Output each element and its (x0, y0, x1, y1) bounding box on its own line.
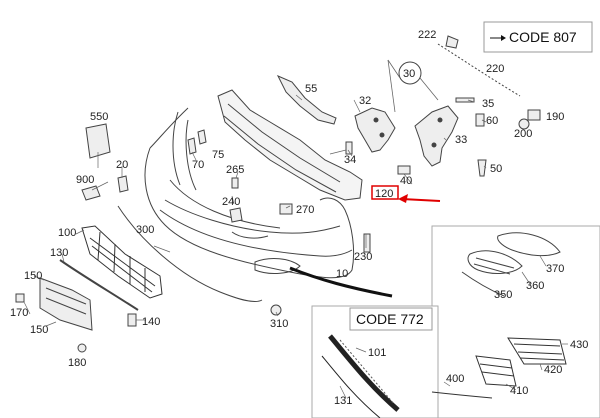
label-550: 550 (90, 111, 108, 123)
code-807-arrow (490, 35, 506, 41)
label-34: 34 (344, 154, 356, 166)
license-plate-bracket (39, 277, 93, 331)
part-labels: 10 20 30 32 33 34 35 40 50 55 60 70 75 1… (10, 29, 588, 407)
label-60: 60 (486, 115, 498, 127)
code-772-label: CODE 772 (356, 311, 424, 327)
small-parts (15, 97, 541, 353)
label-10: 10 (336, 268, 348, 280)
label-35: 35 (482, 98, 494, 110)
wiring-harness (117, 205, 263, 303)
label-900: 900 (76, 174, 94, 186)
label-70: 70 (192, 159, 204, 171)
label-360: 360 (526, 280, 544, 292)
label-100: 100 (58, 227, 76, 239)
label-50: 50 (490, 163, 502, 175)
label-180: 180 (68, 357, 86, 369)
upper-carrier (276, 75, 337, 125)
label-222: 222 (418, 29, 436, 41)
left-bracket (354, 107, 396, 153)
label-75: 75 (212, 149, 224, 161)
label-350: 350 (494, 289, 512, 301)
side-grilles (431, 337, 567, 399)
code-772-parts (321, 334, 400, 418)
label-32: 32 (359, 95, 371, 107)
callout-30-circle (398, 61, 422, 85)
callout-30-leaders (387, 59, 439, 113)
bumper-lower-edge (159, 209, 353, 257)
label-190: 190 (546, 111, 564, 123)
label-150-bottom: 150 (30, 324, 48, 336)
bumper-arrow (289, 266, 393, 298)
right-bracket (414, 105, 459, 167)
label-55: 55 (305, 83, 317, 95)
label-420: 420 (544, 364, 562, 376)
lower-grille (81, 225, 163, 299)
label-150-top: 150 (24, 270, 42, 282)
code-772-label-box (349, 307, 433, 331)
label-240: 240 (222, 196, 240, 208)
highlight-arrow (401, 198, 441, 202)
label-130: 130 (50, 247, 68, 259)
code-807-label: CODE 807 (509, 29, 577, 45)
label-33: 33 (455, 134, 467, 146)
label-200: 200 (514, 128, 532, 140)
label-20: 20 (116, 159, 128, 171)
washer-hose (437, 35, 521, 97)
label-270: 270 (296, 204, 314, 216)
label-400: 400 (446, 373, 464, 385)
label-170: 170 (10, 307, 28, 319)
label-140: 140 (142, 316, 160, 328)
label-300: 300 (136, 224, 154, 236)
fog-light-trim (461, 232, 561, 297)
label-310: 310 (270, 318, 288, 330)
impact-absorber (217, 89, 363, 201)
label-131: 131 (334, 395, 352, 407)
label-120: 120 (375, 188, 393, 200)
label-101: 101 (368, 347, 386, 359)
leader-lines (23, 94, 568, 399)
label-370: 370 (546, 263, 564, 275)
label-265: 265 (226, 164, 244, 176)
highlight-arrowhead (398, 194, 408, 203)
trim-strip (59, 259, 139, 311)
highlight-box (371, 185, 399, 200)
label-40: 40 (400, 175, 412, 187)
label-410: 410 (510, 385, 528, 397)
label-430: 430 (570, 339, 588, 351)
label-30: 30 (403, 68, 415, 80)
label-220: 220 (486, 63, 504, 75)
label-230: 230 (354, 251, 372, 263)
